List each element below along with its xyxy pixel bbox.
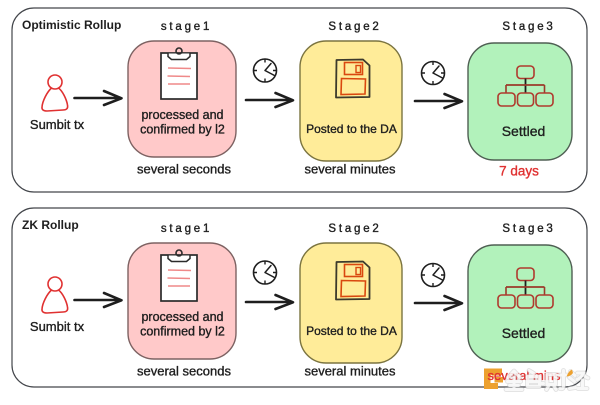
svg-text:stage1: stage1 <box>161 223 212 235</box>
svg-text:Optimistic Rollup: Optimistic Rollup <box>22 18 121 32</box>
svg-text:Stage2: Stage2 <box>328 21 381 33</box>
svg-text:several mins: several mins <box>488 368 561 383</box>
svg-text:Stage2: Stage2 <box>328 223 381 235</box>
svg-text:Stage3: Stage3 <box>502 21 555 33</box>
svg-text:ZK Rollup: ZK Rollup <box>22 218 79 232</box>
svg-text:stage1: stage1 <box>161 21 212 33</box>
svg-text:Stage3: Stage3 <box>502 223 555 235</box>
svg-text:7 days: 7 days <box>499 164 539 179</box>
